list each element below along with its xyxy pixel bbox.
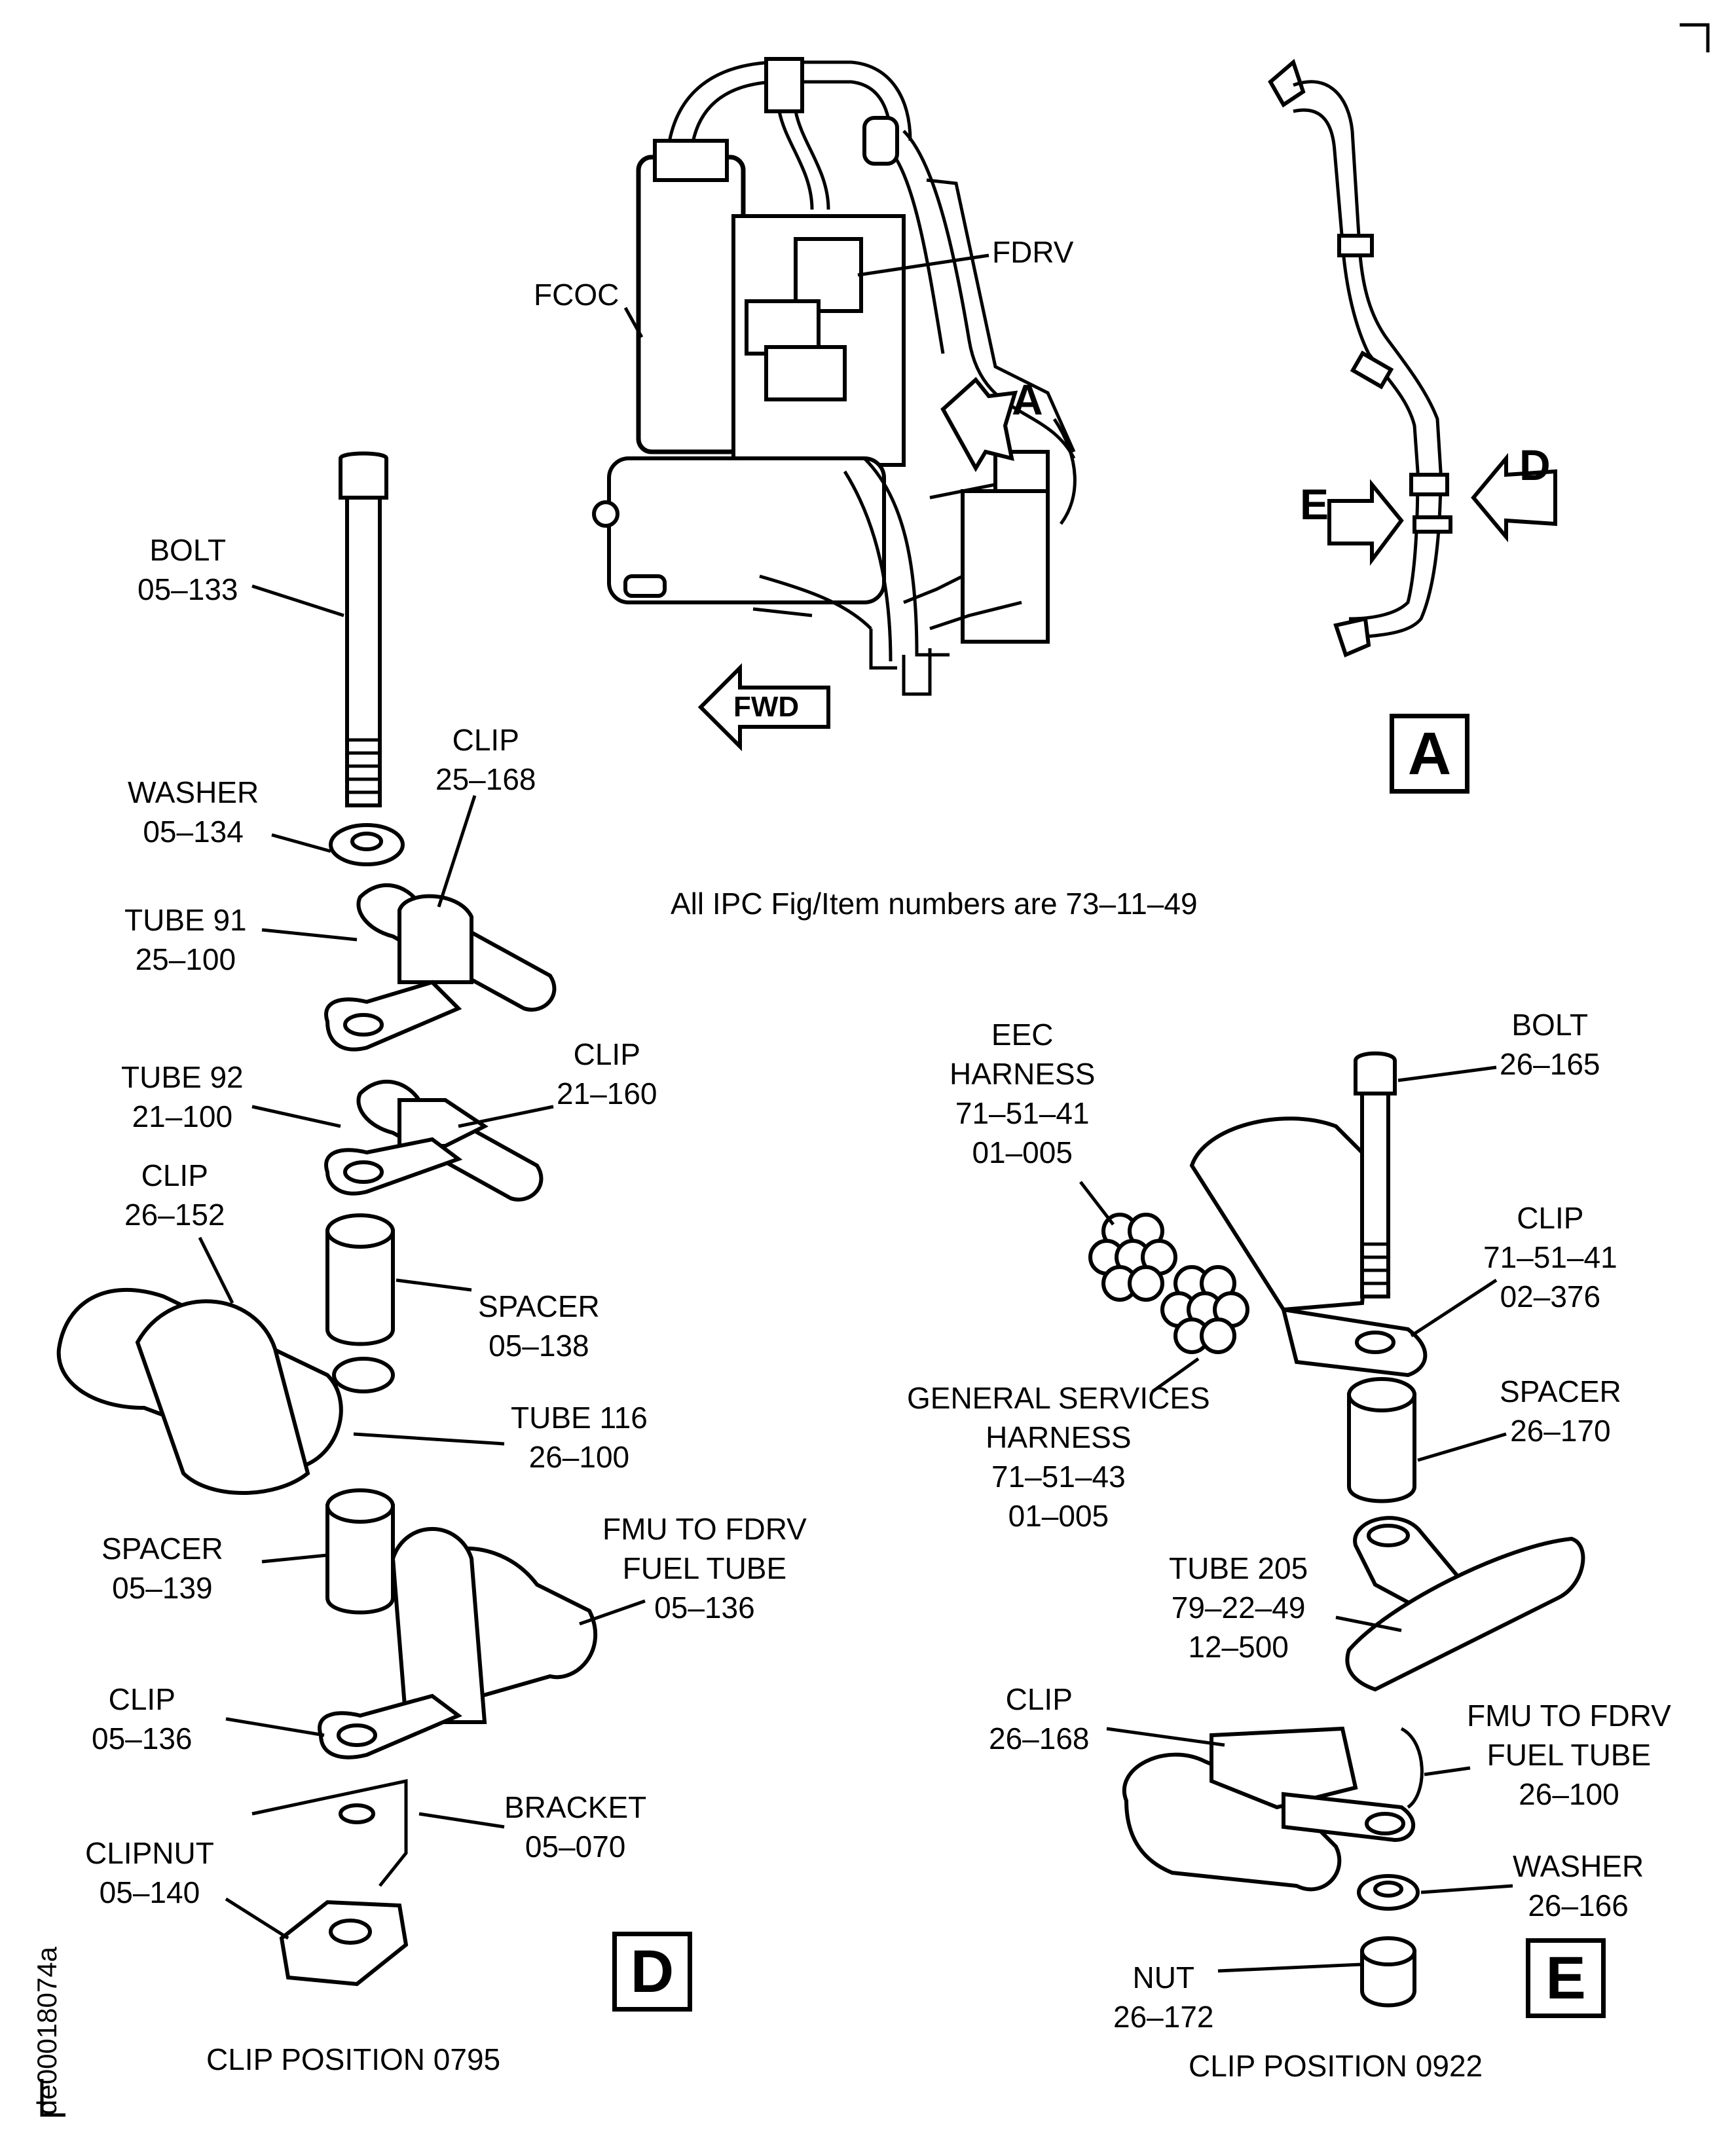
spacer-26-170-label: SPACER 26–170 [1500,1374,1621,1448]
clipnut-05-140-label: CLIPNUT 05–140 [85,1836,214,1909]
clip-71-51-41-label: CLIP 71–51–41 02–376 [1483,1201,1617,1314]
spacer-05-138-label: SPACER 05–138 [478,1289,600,1363]
tube-205-label: TUBE 205 79–22–49 12–500 [1169,1551,1308,1664]
view-d-callout-arrow-label: D [1519,441,1551,489]
washer-05-134-label: WASHER 05–134 [128,775,259,849]
tube-91-label: TUBE 91 25–100 [124,903,247,976]
nut-26-172-label: NUT 26–172 [1113,1960,1214,2034]
fcoc-label: FCOC [534,278,619,312]
ipc-reference-note: All IPC Fig/Item numbers are 73–11–49 [671,887,1198,921]
clip-21-160-label: CLIP 21–160 [557,1037,657,1111]
view-e-box: E [1526,1938,1606,2018]
corner-mark-bottom-left [40,2079,65,2117]
clip-26-168-label: CLIP 26–168 [989,1682,1090,1756]
tube-116-label: TUBE 116 26–100 [511,1401,648,1474]
clip-26-152-label: CLIP 26–152 [124,1158,225,1232]
eec-harness-label: EEC HARNESS 71–51–41 01–005 [950,1018,1096,1169]
fwd-arrow-label: FWD [733,691,800,723]
bracket-05-070-label: BRACKET 05–070 [504,1790,647,1864]
corner-mark-top-right [1680,23,1710,52]
clip-25-168-label: CLIP 25–168 [435,723,536,796]
harness-wires [1088,1213,1249,1354]
spacer-05-139-label: SPACER 05–139 [102,1532,223,1605]
view-d-exploded-drawing [56,451,646,1987]
washer-26-166-label: WASHER 26–166 [1513,1849,1644,1922]
view-e-caption: CLIP POSITION 0922 [1189,2049,1483,2083]
general-services-harness-label: GENERAL SERVICES HARNESS 71–51–43 01–005 [907,1381,1210,1533]
engine-overview-drawing [592,57,1077,752]
view-a-callout-arrow-label: A [1012,375,1043,424]
view-e-exploded-drawing [1079,1051,1585,2008]
view-e-callout-arrow-label: E [1300,480,1329,528]
view-a-box: A [1390,714,1469,794]
view-d-box: D [612,1932,692,2012]
view-d-caption: CLIP POSITION 0795 [206,2042,501,2076]
fmu-fdrv-fuel-tube-05-136-label: FMU TO FDRV FUEL TUBE 05–136 [602,1512,807,1625]
tube-92-label: TUBE 92 21–100 [121,1060,244,1133]
view-a-tube-drawing [1268,58,1557,658]
fdrv-label: FDRV [992,235,1074,269]
bolt-05-133-label: BOLT 05–133 [138,533,238,606]
clip-05-136-label: CLIP 05–136 [92,1682,193,1756]
fmu-fdrv-fuel-tube-26-100-label: FMU TO FDRV FUEL TUBE 26–100 [1467,1699,1671,1811]
figure-id: de00018074a [31,1947,62,2115]
bolt-26-165-label: BOLT 26–165 [1500,1008,1600,1081]
